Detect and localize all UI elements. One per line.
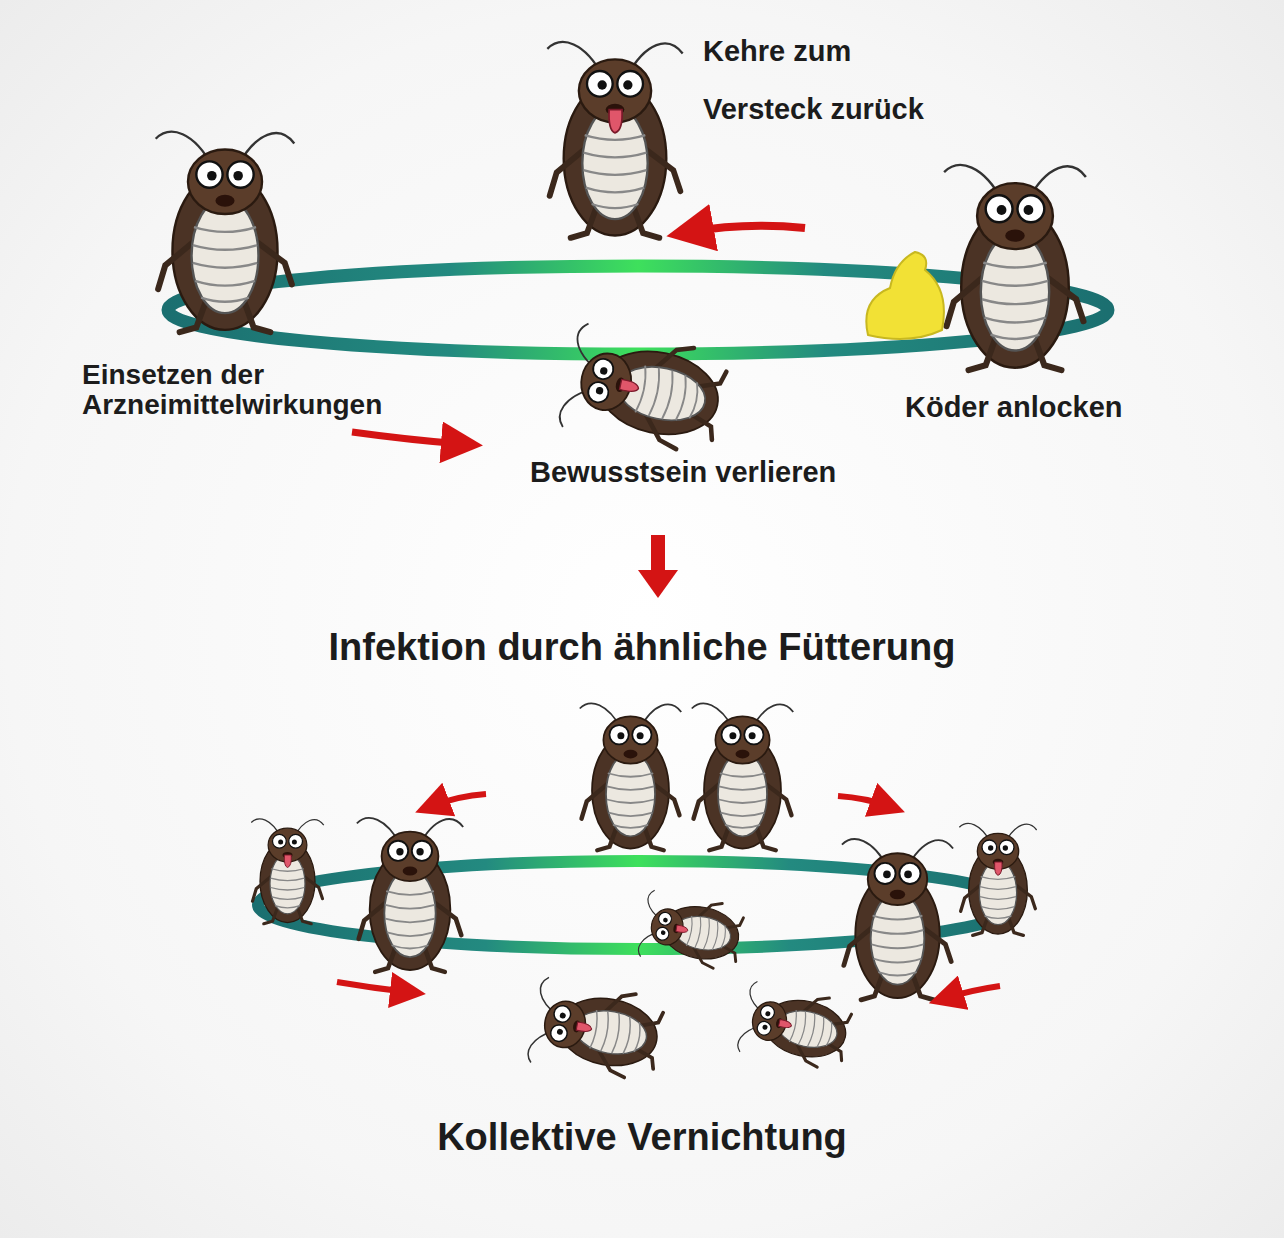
down-arrow-head [638, 570, 678, 598]
roach-dizzy [842, 839, 953, 1000]
stage-label: Kollektive Vernichtung [142, 1115, 1142, 1159]
roach-tired [547, 42, 682, 238]
stage-label: Einsetzen der Arzneimittelwirkungen [82, 360, 472, 420]
bait-blob [866, 252, 944, 339]
stage-label: Kehre zum Versteck zurück [703, 22, 971, 138]
cycle-arrow [337, 982, 408, 992]
stage-label: Infektion durch ähnliche Fütterung [142, 625, 1142, 669]
stage-label: Bewusstsein verlieren [530, 455, 910, 489]
roach-tired [251, 819, 324, 924]
roach-eating [944, 165, 1086, 370]
roach-dizzy [156, 132, 295, 332]
stage-label: Köder anlocken [905, 390, 1195, 424]
roach-eating [580, 703, 682, 850]
roach-lying [558, 322, 731, 458]
roach-eating [692, 703, 794, 850]
roach-tired [959, 823, 1036, 935]
roach-lying [736, 980, 854, 1073]
cycle-arrow [352, 432, 462, 444]
cycle-arrow [690, 226, 805, 232]
cycle-arrow [946, 986, 1000, 998]
roach-lying [527, 976, 666, 1084]
down-arrow-shaft [651, 535, 665, 572]
cycle-arrow [432, 794, 486, 806]
cycle-arrow [838, 796, 888, 806]
roach-lying [637, 889, 745, 973]
roach-dizzy [357, 818, 463, 972]
